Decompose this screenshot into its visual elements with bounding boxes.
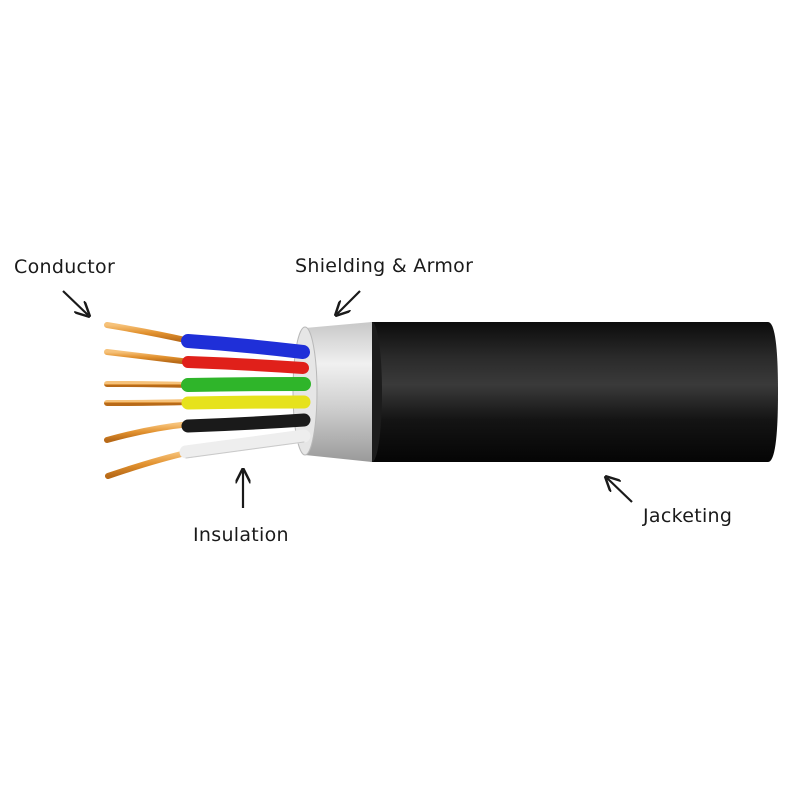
shielding-label: Shielding & Armor (295, 255, 474, 277)
conductor-label: Conductor (14, 256, 116, 278)
conductor-arrow-icon (62, 290, 88, 315)
copper-conductors (104, 322, 193, 479)
insulated-wires (179, 334, 311, 459)
cable-jacket (362, 322, 778, 462)
insulation-label: Insulation (193, 524, 289, 546)
jacketing-arrow-icon (607, 478, 633, 503)
shielding-arrow-icon (337, 290, 361, 314)
jacketing-label: Jacketing (643, 505, 733, 527)
